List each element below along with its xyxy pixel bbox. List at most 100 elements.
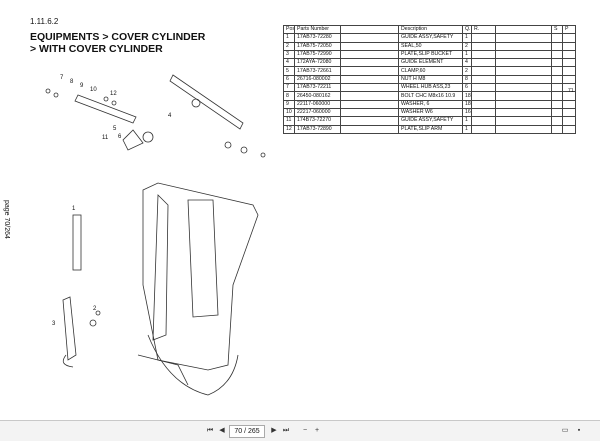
save-icon[interactable]: ▪ <box>577 427 581 434</box>
header-quantity: Q. <box>462 24 472 35</box>
cell-s <box>551 58 563 68</box>
side-page-label: page 70/264 <box>3 200 10 239</box>
callout-11: 11 <box>102 135 109 141</box>
cell-q: 1 <box>462 124 472 134</box>
cell-pos: 6 <box>283 74 295 85</box>
document-page: 1.11.6.2 EQUIPMENTS > COVER CYLINDER > W… <box>3 17 576 396</box>
cell-blank <box>340 49 399 60</box>
cell-pos: 4 <box>283 58 295 68</box>
cell-q: 1 <box>462 116 472 126</box>
cell-p <box>562 107 576 118</box>
callout-4: 4 <box>168 113 172 119</box>
first-page-icon[interactable]: ⏮ <box>206 427 214 434</box>
cell-q: 2 <box>462 41 472 51</box>
callout-8: 8 <box>70 79 74 85</box>
page-number-input[interactable]: 70 / 265 <box>229 425 265 438</box>
cell-blank <box>495 66 552 76</box>
zoom-out-icon[interactable]: − <box>302 427 308 434</box>
cell-r <box>471 107 496 118</box>
cell-blank <box>340 83 399 93</box>
cell-blank <box>495 41 552 51</box>
cell-part: 17AB73-72661 <box>294 66 341 76</box>
cell-r <box>471 41 496 51</box>
cell-p <box>562 99 576 109</box>
cell-pos: 8 <box>283 91 295 101</box>
cell-p <box>562 74 576 85</box>
cell-part: 22117-060000 <box>294 99 341 109</box>
cell-p <box>562 33 576 43</box>
cell-r <box>471 58 496 68</box>
cell-blank <box>495 124 552 134</box>
callout-3: 3 <box>52 321 56 327</box>
cell-p <box>562 116 576 126</box>
callout-2: 2 <box>93 306 97 312</box>
cell-p <box>562 66 576 76</box>
cell-s <box>551 49 563 60</box>
callout-7: 7 <box>60 75 64 81</box>
cell-p <box>562 49 576 60</box>
cell-q: 8 <box>462 74 472 85</box>
cell-part: 17AB75-72990 <box>294 49 341 60</box>
cell-part: 17AB73-72211 <box>294 83 341 93</box>
cell-pos: 7 <box>283 83 295 93</box>
cell-q: 1 <box>462 33 472 43</box>
cell-blank <box>495 49 552 60</box>
cell-pos: 11 <box>283 116 295 126</box>
cell-part: 26716-080002 <box>294 74 341 85</box>
cell-blank <box>340 41 399 51</box>
cell-blank <box>340 91 399 101</box>
next-page-icon[interactable]: ▶ <box>271 427 277 434</box>
cell-q: 2 <box>462 66 472 76</box>
edge-number: 71 <box>568 88 574 94</box>
cell-q: 1 <box>462 49 472 60</box>
pdf-toolbar: ⏮ ◀ 70 / 265 ▶ ⏭ − + ▭ ▪ <box>0 420 600 441</box>
print-icon[interactable]: ▭ <box>561 427 569 434</box>
cell-s <box>551 33 563 43</box>
title-line-1: EQUIPMENTS > COVER CYLINDER <box>30 31 206 43</box>
cell-r <box>471 124 496 134</box>
section-number: 1.11.6.2 <box>30 17 59 26</box>
cell-blank <box>495 33 552 43</box>
title-line-2: > WITH COVER CYLINDER <box>30 43 163 55</box>
cell-s <box>551 107 563 118</box>
cell-part: 17AB75-72050 <box>294 41 341 51</box>
cell-s <box>551 116 563 126</box>
cell-r <box>471 74 496 85</box>
header-description: Description <box>398 24 463 35</box>
cell-desc: NUT H M8 <box>398 74 463 85</box>
cell-desc: WASHER W6 <box>398 107 463 118</box>
cell-s <box>551 74 563 85</box>
callout-1: 1 <box>72 206 76 212</box>
cell-desc: BOLT CHC M8x16 10.9 <box>398 91 463 101</box>
cell-blank <box>495 83 552 93</box>
cell-blank <box>340 66 399 76</box>
header-part-number: Parts Number <box>294 24 341 35</box>
header-pos: Pos. <box>283 24 295 35</box>
cell-r <box>471 49 496 60</box>
zoom-in-icon[interactable]: + <box>314 427 320 434</box>
prev-page-icon[interactable]: ◀ <box>219 427 225 434</box>
cell-blank <box>495 58 552 68</box>
cell-s <box>551 91 563 101</box>
cell-q: 16 <box>462 107 472 118</box>
cell-q: 6 <box>462 83 472 93</box>
cell-blank <box>340 33 399 43</box>
cell-blank <box>495 99 552 109</box>
cell-desc: GUIDE ELEMENT <box>398 58 463 68</box>
last-page-icon[interactable]: ⏭ <box>282 427 290 434</box>
cell-blank <box>495 74 552 85</box>
cell-part: 17AB73-72890 <box>294 124 341 134</box>
cell-blank <box>495 107 552 118</box>
cell-pos: 5 <box>283 66 295 76</box>
cell-part: 174B73-72270 <box>294 116 341 126</box>
callout-9: 9 <box>80 83 84 89</box>
cell-part: 22217-060000 <box>294 107 341 118</box>
cell-desc: PLATE,SLIP BUCKET <box>398 49 463 60</box>
cell-pos: 12 <box>283 124 295 134</box>
